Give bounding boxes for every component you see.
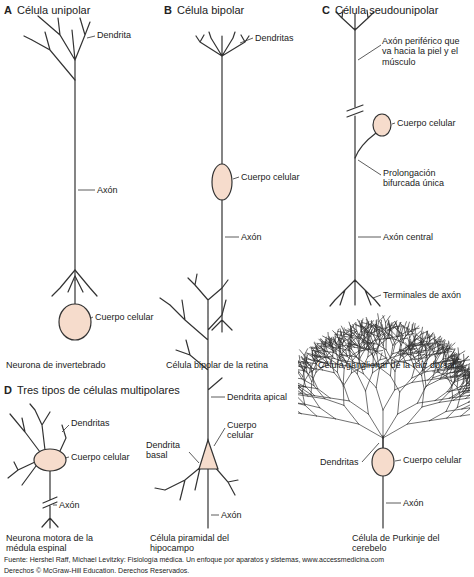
part-label: Cuerpo celular — [71, 452, 130, 462]
part-label: Cuerpo celular — [95, 312, 154, 322]
drawn-line — [196, 32, 249, 56]
panel-letter: C — [322, 4, 330, 17]
drawn-line — [358, 45, 381, 60]
drawn-line — [212, 164, 232, 200]
part-label: Axón — [221, 510, 242, 520]
source-note: Derechos © McGraw-Hill Education. Derech… — [4, 567, 470, 575]
drawn-line — [155, 466, 238, 500]
drawn-line — [87, 36, 95, 38]
drawn-line — [373, 114, 391, 136]
part-label: Dendritas — [320, 457, 359, 467]
part-label: Axón — [241, 232, 262, 242]
unipolar-neuron — [24, 16, 97, 340]
panel-heading: Célula bipolar — [177, 4, 244, 17]
part-label: Axón — [97, 185, 118, 195]
dendritic-arbor — [298, 314, 470, 438]
dendrite-branches — [298, 314, 470, 438]
cell-name: Célula bipolar de la retina — [166, 360, 268, 370]
drawn-line — [221, 56, 222, 164]
drawn-line — [233, 177, 239, 179]
drawn-line — [62, 425, 69, 432]
drawn-line — [207, 468, 208, 528]
panel-letter: B — [164, 4, 172, 17]
panel-heading: Tres tipos de células multipolares — [17, 384, 180, 397]
part-label: Cuerpo celular — [403, 455, 462, 465]
drawn-line — [53, 505, 57, 506]
part-label: Dendritas — [255, 33, 294, 43]
drawn-line — [354, 116, 355, 280]
drawn-line — [59, 304, 91, 340]
part-label: Dendrita apical — [227, 392, 287, 402]
part-label: Axón central — [383, 232, 433, 242]
cell-name: Célula de Purkinje del cerebelo — [352, 533, 462, 554]
cell-name: Célula ganglionar de la raíz dorsal — [318, 360, 455, 370]
drawn-line — [91, 317, 93, 318]
drawn-line — [395, 460, 401, 461]
part-label: Cuerpo celular — [397, 118, 456, 128]
part-label: Axón periférico que va hacia la piel y e… — [382, 36, 470, 67]
pyramidal-neuron — [155, 274, 238, 528]
drawn-line — [42, 470, 58, 528]
part-label: Terminales de axón — [383, 290, 461, 300]
drawn-line — [362, 443, 379, 462]
drawn-line — [330, 280, 380, 306]
drawn-line — [8, 404, 66, 485]
part-label: Axón — [403, 498, 424, 508]
cell-name: Célula piramidal del hipocampo — [150, 533, 246, 554]
drawn-line — [211, 515, 219, 516]
part-label: Cuerpo celular — [227, 420, 273, 441]
part-label: Cuerpo celular — [241, 172, 300, 182]
drawn-line — [34, 449, 66, 471]
drawn-line — [355, 133, 376, 158]
leader-lines — [53, 36, 401, 515]
part-label: Dendritas — [71, 418, 110, 428]
drawn-line — [78, 190, 95, 191]
part-label: Prolongación bifurcada única — [383, 168, 467, 189]
panel-heading: Célula seudounipolar — [335, 4, 438, 17]
drawn-line — [358, 237, 381, 238]
motor-neuron — [8, 404, 66, 528]
drawn-line — [372, 448, 394, 476]
drawn-line — [74, 280, 75, 304]
part-label: Dendrita — [97, 30, 131, 40]
cell-name: Neurona motora de la médula espinal — [6, 533, 106, 554]
pseudounipolar-neuron — [330, 10, 391, 306]
drawn-line — [392, 123, 395, 124]
drawn-line — [373, 295, 381, 298]
purkinje-neuron — [261, 314, 474, 528]
drawn-line — [354, 30, 355, 107]
cell-name: Neurona de invertebrado — [6, 360, 106, 370]
part-label: Dendrita basal — [146, 440, 189, 461]
drawn-line — [386, 503, 401, 504]
drawn-line — [65, 457, 69, 458]
drawn-line — [240, 38, 253, 43]
panel-letter: A — [4, 4, 12, 17]
drawn-line — [74, 60, 75, 280]
drawn-line — [358, 160, 381, 175]
drawn-line — [347, 105, 363, 117]
drawn-line — [225, 237, 239, 238]
panel-letter: D — [4, 384, 12, 397]
drawn-line — [189, 452, 199, 463]
source-note: Fuente: Hershel Raff, Michael Levitzky: … — [4, 556, 470, 564]
drawn-line — [382, 476, 383, 528]
drawn-line — [24, 16, 90, 80]
drawn-line — [160, 274, 228, 442]
panel-heading: Célula unipolar — [17, 4, 90, 17]
drawn-line — [212, 200, 232, 332]
drawn-line — [211, 397, 225, 398]
drawn-line — [214, 428, 225, 446]
part-label: Axón — [59, 500, 80, 510]
